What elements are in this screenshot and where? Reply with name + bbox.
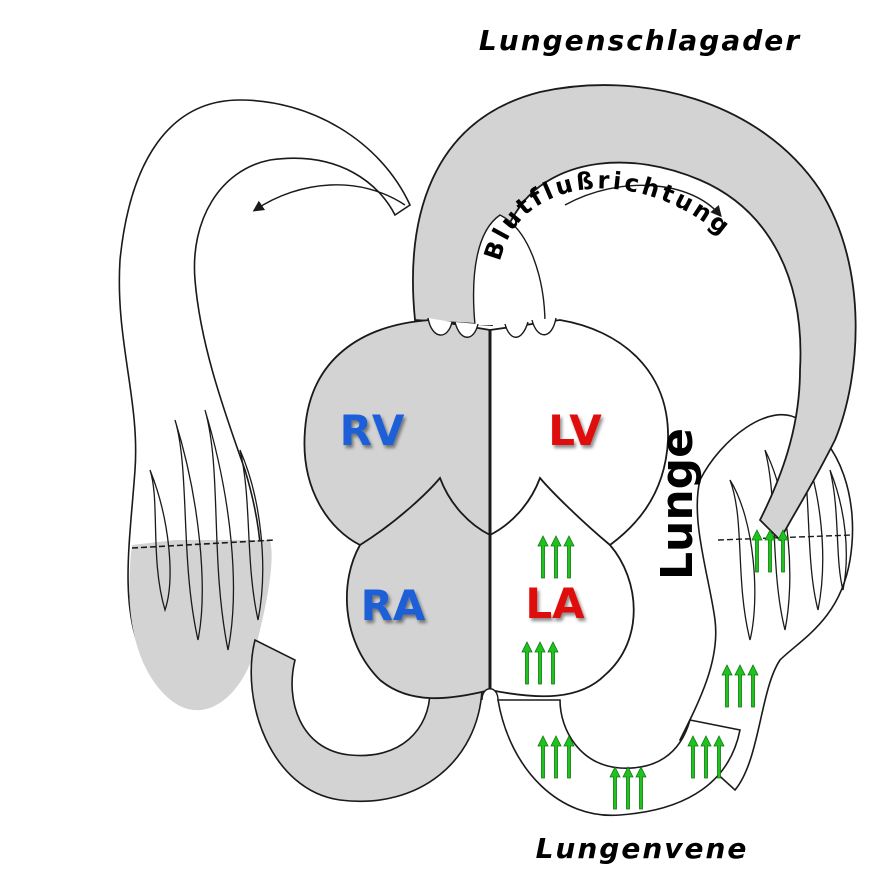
triple-up-arrow-icon (751, 529, 789, 573)
triple-up-arrow-icon (687, 735, 725, 779)
heart (303, 317, 669, 701)
vena-cava-loop (250, 638, 483, 802)
right-atrium-label: RA (361, 581, 426, 630)
triple-up-arrow-icon (537, 535, 575, 579)
curved-arrow-icon (564, 184, 722, 218)
pulmonary-vein-loop (497, 699, 741, 817)
left-ventricle-label: LV (548, 406, 602, 455)
triple-up-arrow-icon (537, 735, 575, 779)
left-lobe (118, 99, 412, 711)
triple-up-arrow-icon (609, 766, 647, 810)
pulmonary-artery-label: Lungenschlagader (479, 24, 801, 57)
triple-up-arrow-icon (721, 664, 759, 708)
left-atrium-label: LA (525, 579, 585, 628)
curved-arrow-icon (252, 184, 406, 212)
pulmonary-vein-label: Lungenvene (536, 832, 749, 865)
lung-label: Lunge (652, 428, 703, 580)
pulmonary-artery-arch (412, 84, 857, 542)
right-ventricle-label: RV (340, 406, 405, 455)
triple-up-arrow-icon (521, 641, 559, 685)
